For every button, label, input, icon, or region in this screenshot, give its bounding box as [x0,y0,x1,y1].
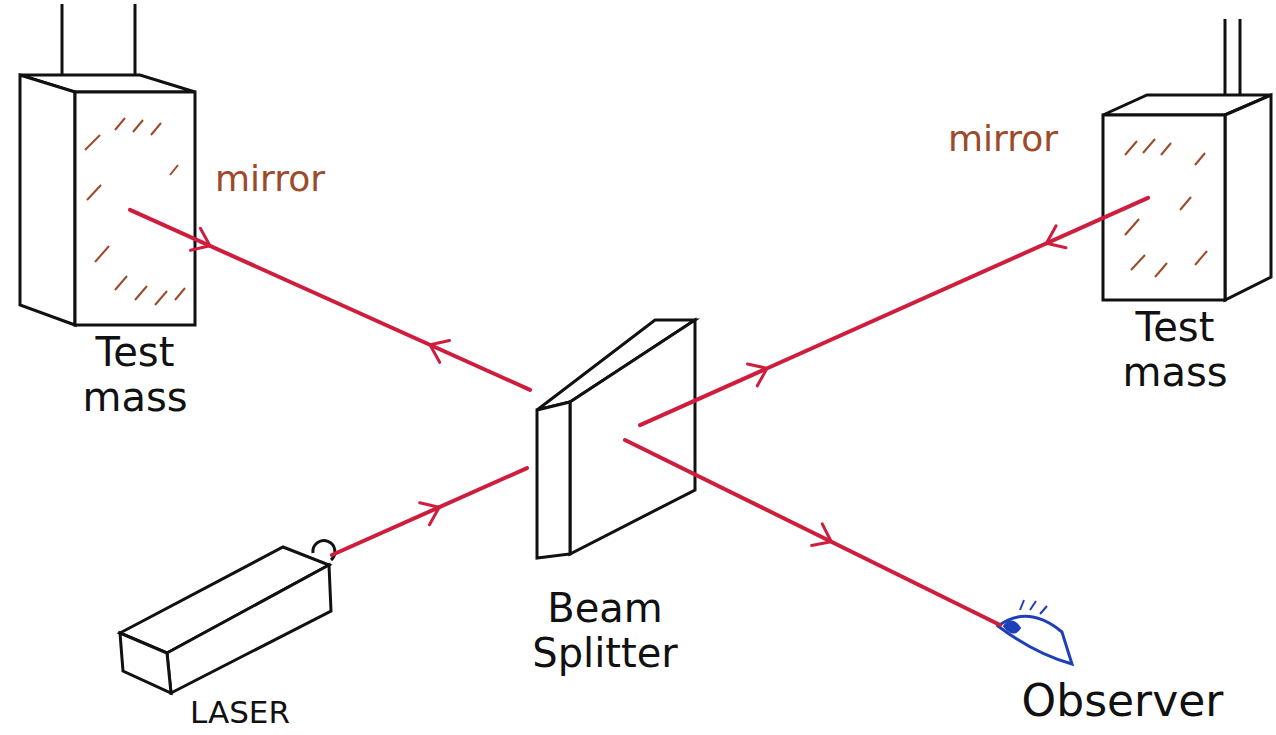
shape-line [1131,255,1145,270]
shape-line [85,135,100,150]
eye-lashes [1020,600,1047,614]
laser-beam [332,468,527,555]
shape-line [151,123,161,135]
shape-line [1143,139,1155,153]
shape-line [1195,251,1207,265]
shape-line [115,276,127,290]
shape-line [1030,601,1036,610]
suspension-wire [1239,19,1242,101]
mirror-hatching [1125,139,1207,277]
shape-line [1180,197,1191,210]
beam-splitter: Beam Splitter [505,318,705,698]
observer-eye: Observer [990,600,1235,735]
shape-line [1125,141,1137,155]
laser-beam [130,210,530,390]
part-label: mirror [948,118,1058,159]
beam-arrowhead [1046,226,1066,248]
shape-line [1125,219,1139,235]
beam-arrowhead [748,364,768,386]
node-label: Test mass [1105,305,1245,395]
laser-knob [313,541,335,560]
laser-beam [625,440,1000,625]
beam-arrowhead [420,503,439,525]
beam-group [130,210,530,390]
shape-line [115,118,125,130]
suspension-wire [134,4,137,82]
beam-arrowhead [430,340,450,362]
node-label: Test mass [75,330,195,420]
eye-iris [1004,621,1020,632]
part-label: mirror [215,158,325,199]
splitter-edge [537,402,570,558]
shape-line [1040,606,1047,614]
side-face [1225,95,1271,300]
laser-end [120,633,171,693]
shape-line [175,288,185,300]
node-label: LASER [170,695,310,730]
mirror-face [75,92,195,325]
shape-line [155,291,167,305]
shape-line [87,185,101,200]
shape-line [1020,600,1024,610]
laser-side [167,565,331,693]
splitter-face [570,320,695,554]
test-mass-right: Test mass [1095,15,1276,400]
beam-group [625,440,1000,625]
shape-line [133,120,143,132]
beam-group [640,198,1148,425]
beam-arrowhead [812,524,832,546]
mirror-hatching [85,118,185,305]
laser-beam [640,198,1148,425]
laser: LASER [115,525,340,735]
shape-line [135,286,147,300]
shape-line [1155,263,1167,277]
suspension-wire [61,4,64,82]
shape-line [95,246,109,262]
test-mass-left: Test mass [15,0,215,430]
shape-line [1195,153,1205,165]
eye-outline [998,616,1072,664]
node-label: Beam Splitter [505,586,705,676]
mirror-face [1103,115,1225,300]
shape-line [1161,143,1171,155]
shape-line [170,165,178,175]
node-label: Observer [1010,676,1235,725]
side-face [20,75,75,325]
beam-group [332,468,527,555]
beam-arrowhead [190,228,210,250]
